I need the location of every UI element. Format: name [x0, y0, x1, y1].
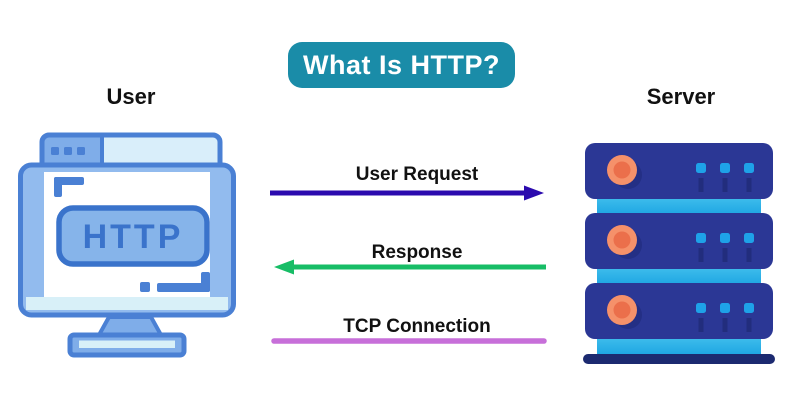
indicator-light-icon: [744, 233, 754, 243]
arrow-head-right-icon: [524, 185, 544, 201]
browser-dot-icon: [64, 147, 72, 155]
browser-dot-icon: [51, 147, 59, 155]
server-base-bar: [583, 354, 775, 364]
flow-label-user-request: User Request: [355, 164, 479, 185]
indicator-light-icon: [696, 163, 706, 173]
user-request-arrow: [270, 185, 544, 201]
user-computer-icon: HTTP: [18, 132, 236, 358]
indicator-light-icon: [696, 233, 706, 243]
tcp-connection-line: [271, 338, 547, 344]
server-label: Server: [646, 84, 716, 109]
flow-label-tcp-connection: TCP Connection: [343, 316, 491, 337]
page-title: What Is HTTP?: [303, 49, 500, 80]
server-unit: [585, 213, 773, 269]
server-unit: [585, 283, 773, 339]
screen-underline-bracket-icon: [140, 272, 210, 292]
title-badge: What Is HTTP?: [288, 42, 515, 88]
indicator-light-icon: [720, 163, 730, 173]
browser-dot-icon: [77, 147, 85, 155]
flow-label-response: Response: [371, 242, 463, 263]
http-badge: HTTP: [56, 205, 210, 267]
indicator-light-icon: [744, 303, 754, 313]
indicator-light-icon: [720, 233, 730, 243]
server-icon: [583, 143, 775, 364]
server-unit: [585, 143, 773, 199]
http-text: HTTP: [83, 218, 184, 256]
response-arrow: [274, 259, 546, 275]
screen-corner-bracket-icon: [54, 177, 84, 197]
arrow-head-left-icon: [274, 259, 294, 275]
user-label: User: [106, 84, 156, 109]
indicator-light-icon: [720, 303, 730, 313]
indicator-light-icon: [744, 163, 754, 173]
indicator-light-icon: [696, 303, 706, 313]
monitor-stand: [67, 315, 187, 358]
